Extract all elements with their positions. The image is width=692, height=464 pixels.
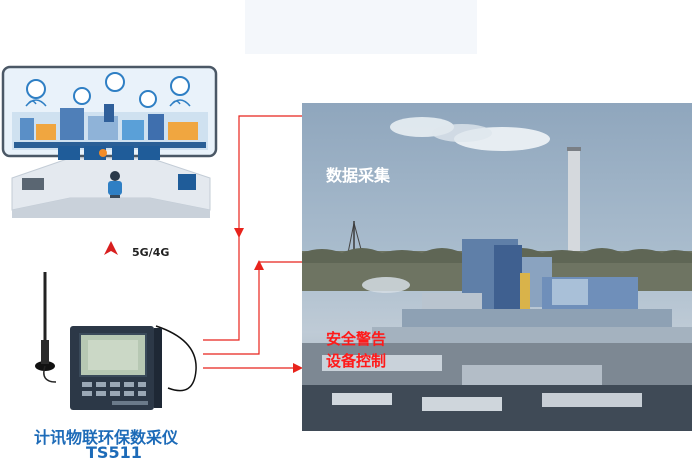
background-band <box>245 0 477 54</box>
industrial-plant-photo: 数据采集 安全警告 设备控制 <box>302 103 692 431</box>
data-collection-label: 数据采集 <box>326 166 391 185</box>
control-room-drawing <box>1 65 218 218</box>
device-illustration <box>28 270 200 420</box>
uplink-arrow-icon <box>104 240 118 259</box>
safety-alarm-label: 安全警告 <box>326 330 387 348</box>
ts511-device <box>35 272 197 410</box>
device-model: TS511 <box>86 443 142 462</box>
device-name: 计讯物联环保数采仪 <box>34 428 179 447</box>
connection-arrows <box>195 100 315 384</box>
control-room-illustration <box>0 60 225 230</box>
network-label: 5G/4G <box>132 246 170 259</box>
equipment-control-label: 设备控制 <box>326 352 387 370</box>
